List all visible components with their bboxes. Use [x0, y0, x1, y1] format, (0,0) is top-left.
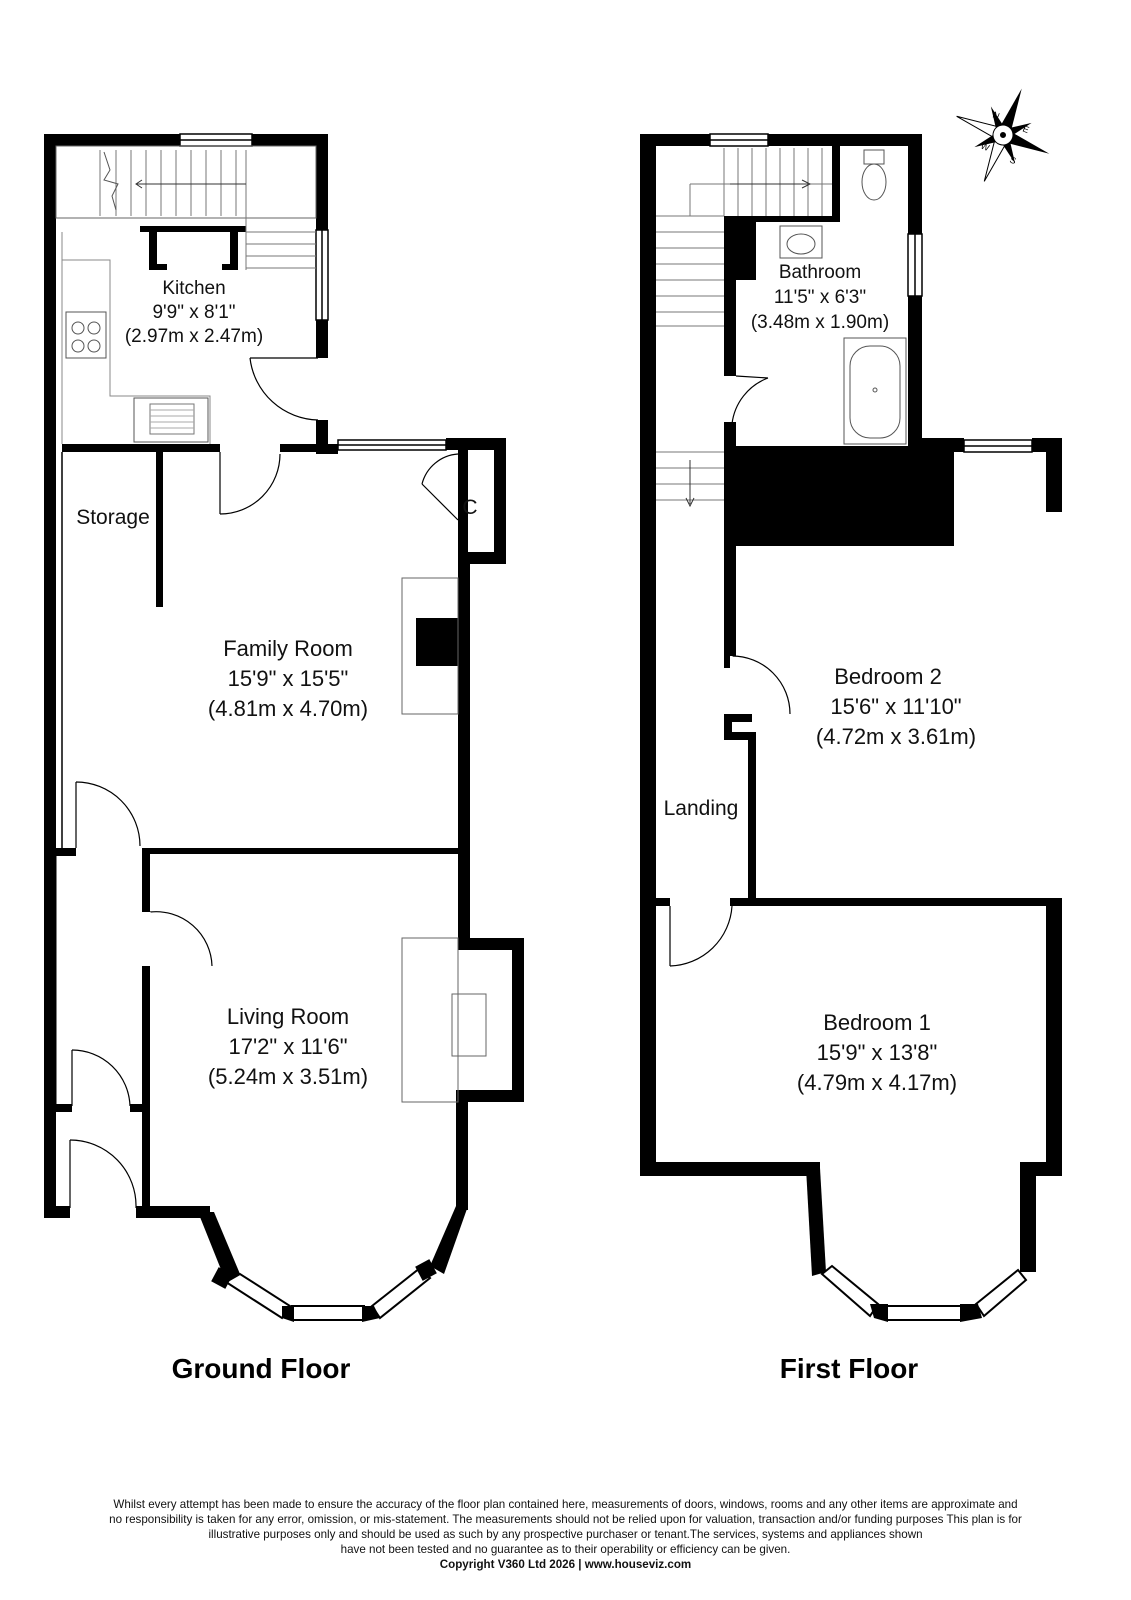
- compass-s: S: [1008, 155, 1017, 167]
- bedroom1-imperial: 15'9" x 13'8": [817, 1040, 938, 1065]
- first-stairs: [656, 148, 832, 508]
- bedroom2-name: Bedroom 2: [834, 664, 942, 689]
- ground-floor-plan: [44, 133, 524, 1322]
- bedroom1-metric: (4.79m x 4.17m): [797, 1070, 957, 1095]
- disclaimer-line: no responsibility is taken for any error…: [109, 1513, 1022, 1526]
- ground-floor-walls: [44, 134, 524, 1218]
- landing-name: Landing: [664, 797, 739, 820]
- bath-icon: [843, 337, 907, 445]
- ground-stairs: [55, 145, 317, 270]
- first-windows: [709, 133, 1033, 453]
- first-floor-title: First Floor: [780, 1353, 919, 1384]
- compass-e: E: [1021, 124, 1030, 136]
- bedroom2-imperial: 15'6" x 11'10": [830, 694, 961, 719]
- living-room-metric: (5.24m x 3.51m): [208, 1064, 368, 1089]
- family-room-metric: (4.81m x 4.70m): [208, 696, 368, 721]
- bathroom-fittings: [779, 149, 907, 445]
- family-room-imperial: 15'9" x 15'5": [228, 666, 349, 691]
- living-room-imperial: 17'2" x 11'6": [228, 1034, 347, 1059]
- kitchen-metric: (2.97m x 2.47m): [125, 326, 263, 347]
- ground-bay-wall: [198, 1212, 240, 1282]
- bathroom-imperial: 11'5" x 6'3": [774, 287, 866, 308]
- first-floor-plan: [640, 133, 1062, 1322]
- kitchen-imperial: 9'9" x 8'1": [152, 302, 235, 323]
- first-bay-windows: [820, 1264, 1028, 1321]
- ground-fireplaces: [401, 577, 487, 1103]
- kitchen-fittings: [61, 232, 211, 444]
- compass-rose-icon: [956, 88, 1050, 182]
- cupboard-name: C: [462, 496, 477, 519]
- toilet-icon: [863, 149, 885, 165]
- hob-icon: [65, 311, 107, 359]
- bathroom-metric: (3.48m x 1.90m): [751, 312, 889, 333]
- storage-name: Storage: [76, 506, 150, 529]
- bedroom2-metric: (4.72m x 3.61m): [816, 724, 976, 749]
- basin-icon: [779, 225, 823, 259]
- family-room-name: Family Room: [223, 636, 353, 661]
- bathroom-name: Bathroom: [779, 262, 861, 283]
- disclaimer-line: illustrative purposes only and should be…: [208, 1528, 923, 1541]
- ground-bay-windows: [224, 1266, 432, 1321]
- compass-w: W: [979, 141, 991, 154]
- first-doors: [669, 375, 791, 967]
- ground-floor-title: Ground Floor: [172, 1353, 351, 1384]
- disclaimer-line: have not been tested and no guarantee as…: [340, 1543, 791, 1556]
- ground-windows: [179, 133, 447, 451]
- sink-icon: [133, 397, 209, 443]
- ground-doors: [55, 357, 459, 1209]
- first-floor-walls: [640, 134, 1062, 1272]
- copyright-text: Copyright V360 Ltd 2026 | www.houseviz.c…: [439, 1558, 692, 1571]
- living-room-name: Living Room: [227, 1004, 349, 1029]
- kitchen-name: Kitchen: [162, 278, 225, 299]
- disclaimer-line: Whilst every attempt has been made to en…: [113, 1498, 1018, 1511]
- bedroom1-name: Bedroom 1: [823, 1010, 931, 1035]
- disclaimer-block: Whilst every attempt has been made to en…: [30, 1497, 1101, 1572]
- compass-n: N: [991, 110, 1001, 122]
